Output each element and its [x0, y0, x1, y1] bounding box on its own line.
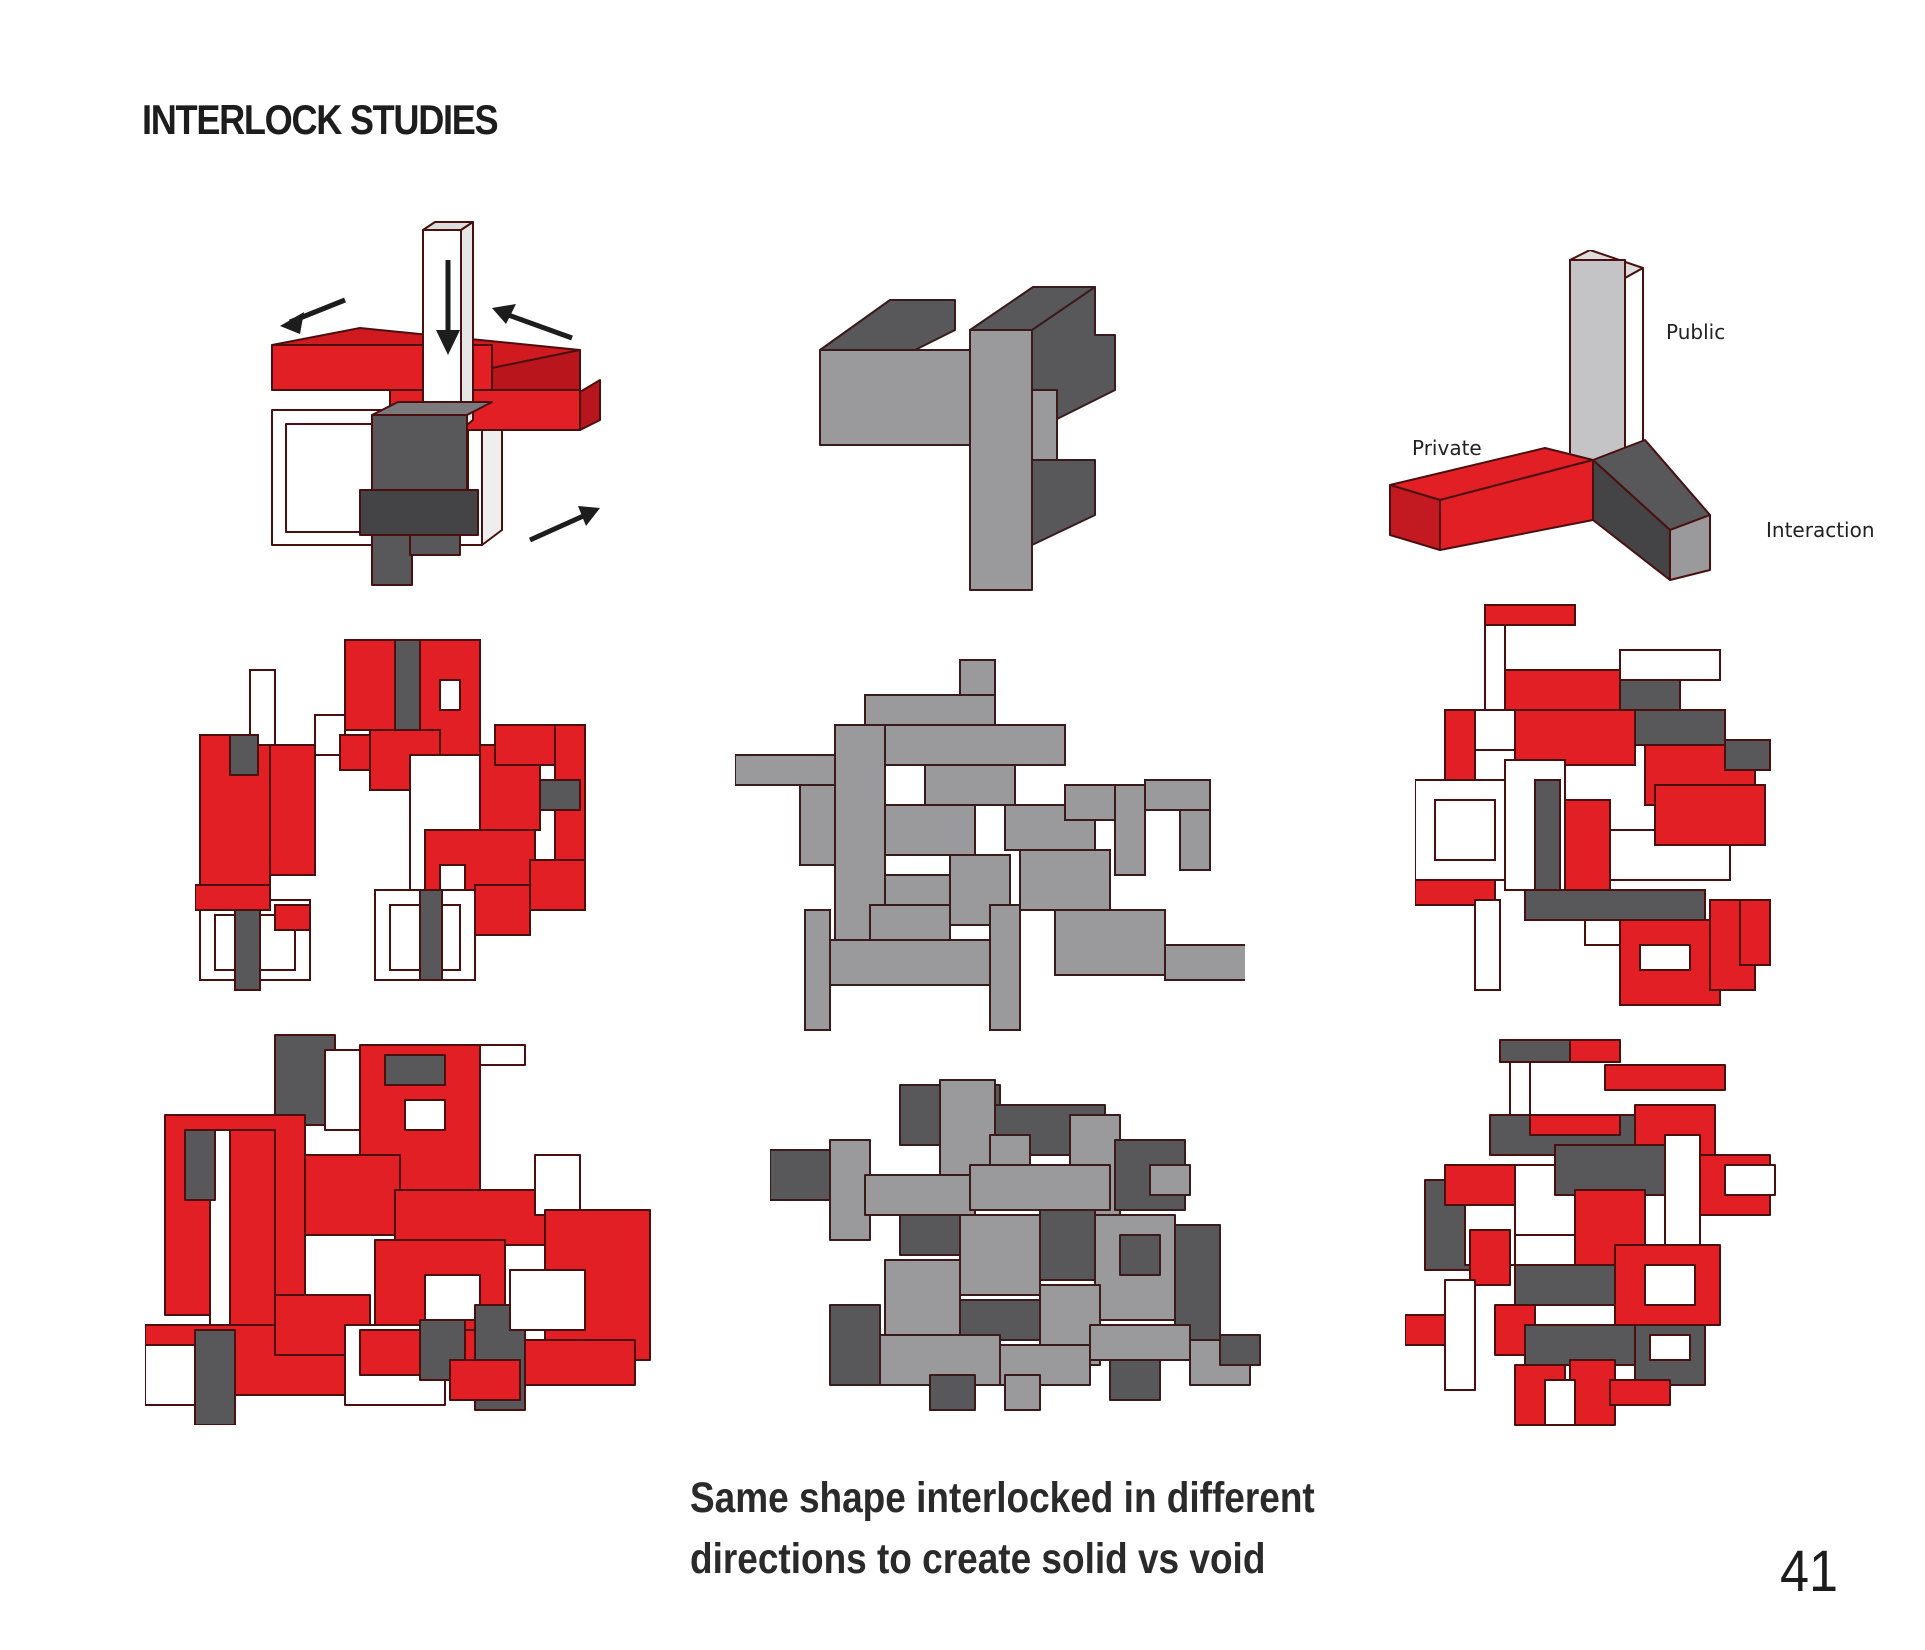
mixed-isometric-aggregation	[1405, 1039, 1776, 1426]
page-number: 41	[1780, 1539, 1839, 1604]
figure-caption: Same shape interlocked in different dire…	[690, 1468, 1378, 1590]
legend-label-public: Public	[1666, 320, 1726, 344]
red-isometric-aggregation	[145, 1034, 651, 1425]
red-elevation-study	[195, 639, 586, 991]
legend-label-private: Private	[1412, 436, 1482, 460]
interlock-assembly-diagram	[271, 221, 601, 586]
caption-line-1: Same shape interlocked in different	[690, 1474, 1315, 1522]
program-legend-diagram	[1389, 250, 1711, 581]
caption-line-2: directions to create solid vs void	[690, 1535, 1266, 1583]
page-title: INTERLOCK STUDIES	[142, 96, 499, 143]
gray-isometric-aggregation	[770, 1079, 1261, 1411]
gray-interlock-shape	[819, 286, 1116, 591]
mixed-elevation-study	[1415, 604, 1771, 1006]
legend-label-interaction: Interaction	[1766, 518, 1875, 542]
gray-elevation-study	[735, 659, 1245, 1031]
